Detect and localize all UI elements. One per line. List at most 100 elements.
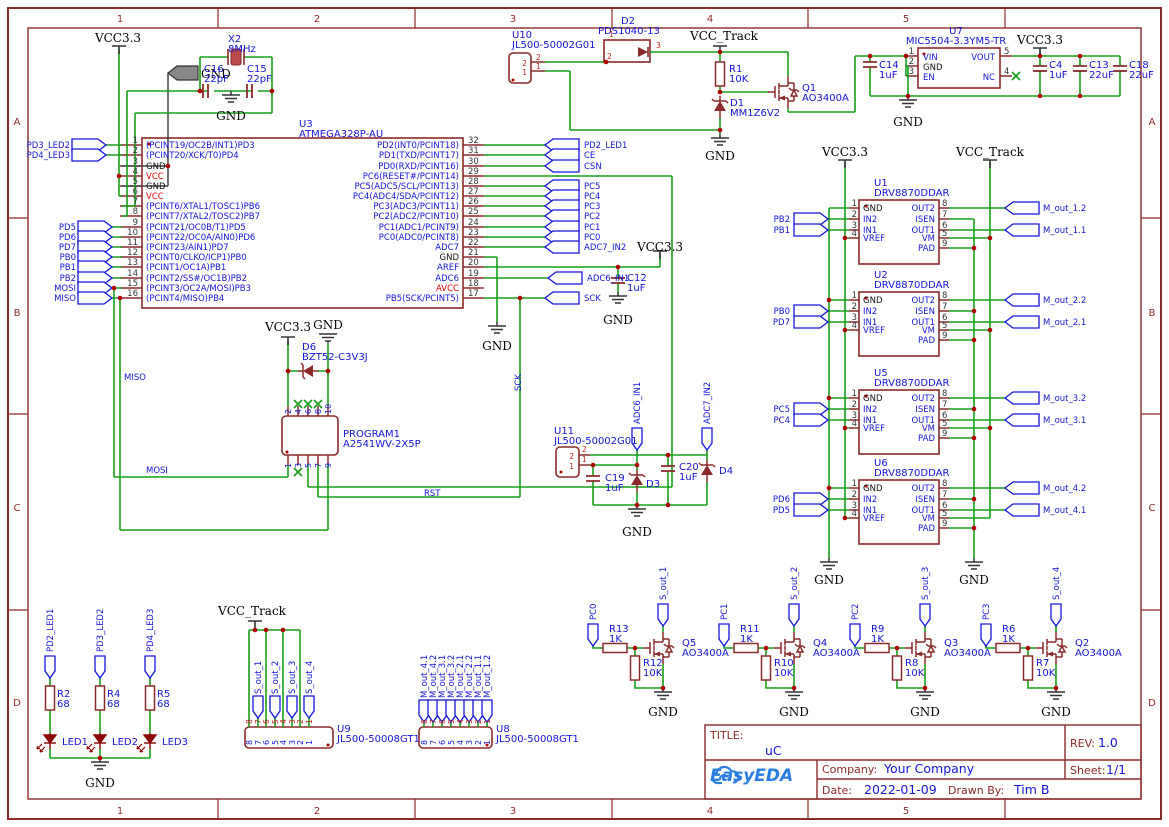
label-8: 8 [942, 199, 947, 209]
rev-label: REV: [1070, 737, 1095, 750]
gnd-symbols [90, 65, 1066, 770]
label-3: 3 [294, 463, 303, 468]
label-6: 6 [262, 740, 271, 745]
label-6: 6 [438, 740, 447, 745]
label-q2: Q2 [1075, 638, 1089, 649]
label-2: 2 [569, 452, 574, 461]
label-1: 1 [609, 30, 614, 39]
label-gnd: GND [779, 705, 809, 719]
label-r2: R2 [57, 689, 70, 700]
label-pc1: PC1 [720, 604, 730, 620]
label-1: 1 [117, 14, 123, 25]
connector-u8-body[interactable] [418, 726, 493, 749]
label-c12: C12 [627, 273, 647, 284]
label-program1: PROGRAM1 [343, 429, 400, 440]
label-27: 27 [468, 187, 479, 197]
label-7: 7 [133, 197, 138, 207]
label-21: 21 [468, 248, 479, 258]
label-jl500-50002g01: JL500-50002G01 [553, 436, 638, 447]
label-c4: C4 [1049, 60, 1062, 71]
label-1uf: 1uF [1049, 70, 1068, 81]
label-19: 19 [468, 269, 479, 279]
ic-u2-body[interactable] [858, 291, 940, 357]
label-10k: 10K [1036, 668, 1056, 679]
label-s-out-2: S_out_2 [790, 567, 800, 600]
label-isen: ISEN [915, 495, 935, 505]
label-ao3400a: AO3400A [1075, 648, 1122, 659]
label-c: C [1149, 503, 1156, 514]
label-vcc: VCC [146, 192, 164, 202]
label-1k: 1K [740, 634, 753, 645]
label-drv8870ddar: DRV8870DDAR [874, 280, 949, 291]
connector-u11-body[interactable] [555, 446, 580, 478]
label-5: 5 [271, 740, 280, 745]
connector-u9-body[interactable] [244, 726, 334, 749]
label-7: 7 [254, 740, 263, 745]
label-vcc3.3: VCC3.3 [264, 320, 311, 334]
label-3: 3 [510, 806, 516, 817]
label-4: 4 [1004, 67, 1009, 77]
label-pb1: PB1 [60, 263, 76, 273]
label-q4: Q4 [813, 638, 827, 649]
label-vm: VM [922, 424, 935, 434]
label-2: 2 [852, 490, 857, 500]
label-in1: IN1 [863, 318, 877, 328]
label-d: D [13, 698, 21, 709]
connector-program1-body[interactable] [281, 415, 339, 456]
label-24: 24 [468, 218, 479, 228]
label-29: 29 [468, 167, 479, 177]
ic-u7-body[interactable] [917, 47, 1001, 89]
label-9: 9 [942, 429, 947, 439]
label-d6: D6 [302, 342, 316, 353]
label-15: 15 [127, 279, 138, 289]
led-symbols[interactable] [36, 732, 157, 753]
label-q3: Q3 [944, 638, 958, 649]
label-vcc-track: VCC_Track [689, 29, 759, 43]
label--pcint2-ss-oc1b-pb2: (PCINT2/SS#/OC1B)PB2 [146, 274, 247, 284]
label-pc2-adc2-pcint10-: PC2(ADC2/PCINT10) [373, 212, 459, 222]
easyeda-cloud-icon [711, 766, 740, 785]
ic-u1-body[interactable] [858, 199, 940, 265]
label-pd5: PD5 [59, 223, 76, 233]
label-r9: R9 [871, 624, 884, 635]
label-1: 1 [852, 199, 857, 209]
label-ao3400a: AO3400A [802, 93, 849, 104]
label-isen: ISEN [915, 307, 935, 317]
label-in2: IN2 [863, 495, 877, 505]
label-5: 5 [942, 321, 947, 331]
sheet-frame [7, 7, 1162, 820]
label-1k: 1K [1002, 634, 1015, 645]
label-gnd: GND [216, 109, 246, 123]
label--pcint1-oc1a-pb1: (PCINT1/OC1A)PB1 [146, 263, 226, 273]
label--pcint6-xtal1-tosc1-pb6: (PCINT6/XTAL1/TOSC1)PB6 [146, 202, 260, 212]
ic-u3-body[interactable] [141, 137, 464, 309]
label-22uf: 22uF [1129, 70, 1154, 81]
label-1uf: 1uF [879, 70, 898, 81]
label--pcint20-xck-t0-pd4: (PCINT20/XCK/T0)PD4 [146, 151, 239, 161]
label--pcint21-oc0b-t1-pd5: (PCINT21/OC0B/T1)PD5 [146, 223, 246, 233]
label-s-out-1: S_out_1 [659, 567, 669, 600]
component-bodies[interactable] [141, 39, 1001, 749]
connector-u10-body[interactable] [508, 52, 532, 84]
label-r4: R4 [107, 689, 120, 700]
label-s-out-3: S_out_3 [288, 661, 298, 694]
label-1: 1 [522, 68, 527, 77]
ic-u6-body[interactable] [858, 479, 940, 545]
label-bzt52-c3v3j: BZT52-C3V3J [302, 352, 368, 363]
label-4: 4 [852, 509, 857, 519]
label--pcint3-oc2a-mosi-pb3: (PCINT3/OC2A/MOSI)PB3 [146, 284, 251, 294]
label-1: 1 [483, 740, 492, 745]
label-5: 5 [942, 229, 947, 239]
label-10k: 10K [774, 668, 794, 679]
mosfet-symbols[interactable] [642, 75, 1068, 665]
label-pd0-rxd-pcint16-: PD0(RXD/PCINT16) [378, 162, 459, 172]
label-2: 2 [536, 53, 541, 62]
label-pc5: PC5 [774, 405, 790, 415]
label-c18: C18 [1129, 60, 1149, 71]
label-miso: MISO [54, 294, 76, 304]
label-28: 28 [468, 177, 479, 187]
label-6: 6 [304, 409, 313, 414]
label-led2: LED2 [112, 737, 138, 748]
ic-u5-body[interactable] [858, 389, 940, 455]
